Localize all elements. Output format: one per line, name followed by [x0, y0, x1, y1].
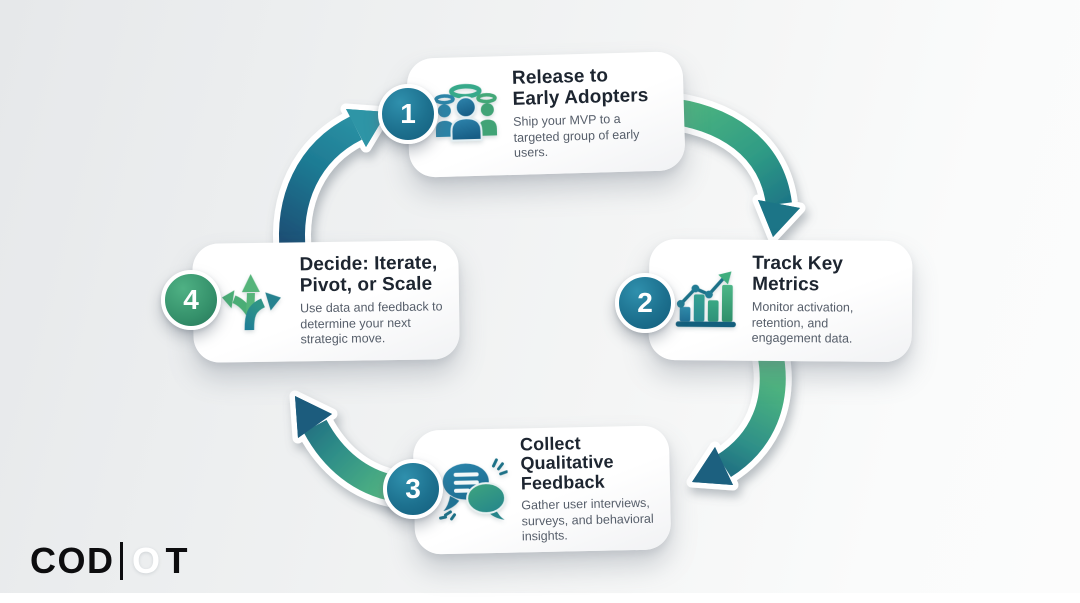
step-card-metrics: Track Key Metrics Monitor activation, re…: [648, 238, 913, 363]
step-number-badge-4: 4: [161, 270, 221, 330]
logo-text: COD: [30, 540, 115, 581]
bar-chart-trend-icon: [673, 265, 740, 335]
step-card-release: Release to Early Adopters Ship your MVP …: [406, 51, 686, 178]
step-number-badge-3: 3: [383, 459, 443, 519]
step-description: Monitor activation, retention, and engag…: [751, 299, 854, 346]
step-card-feedback: Collect Qualitative Feedback Gather user…: [412, 425, 672, 555]
chat-bubbles-icon: [437, 456, 509, 526]
arrow-step2-to-step3: [686, 348, 792, 491]
arrow-step4-to-step1: [273, 103, 393, 257]
step-card-decide: Decide: Iterate, Pivot, or Scale Use dat…: [192, 240, 460, 363]
step-title: Collect Qualitative Feedback: [519, 433, 614, 494]
step-title: Release to Early Adopters: [511, 65, 649, 110]
step-number-badge-1: 1: [378, 84, 438, 144]
logo-suffix: T: [165, 540, 190, 581]
logo-ghost-letter: O: [132, 540, 162, 581]
step-description: Gather user interviews, surveys, and beh…: [521, 495, 654, 544]
bottom-white-strip: [0, 593, 1080, 603]
step-title: Decide: Iterate, Pivot, or Scale: [299, 252, 438, 296]
step-description: Ship your MVP to a targeted group of ear…: [513, 111, 640, 161]
logo-divider-bar: [119, 542, 123, 580]
step-number-badge-2: 2: [615, 273, 675, 333]
brand-logo: COD O T: [30, 540, 189, 582]
branching-arrows-icon: [217, 268, 288, 338]
step-title: Track Key Metrics: [752, 252, 844, 295]
step-description: Use data and feedback to determine your …: [299, 299, 443, 347]
users-group-icon: [431, 82, 501, 151]
